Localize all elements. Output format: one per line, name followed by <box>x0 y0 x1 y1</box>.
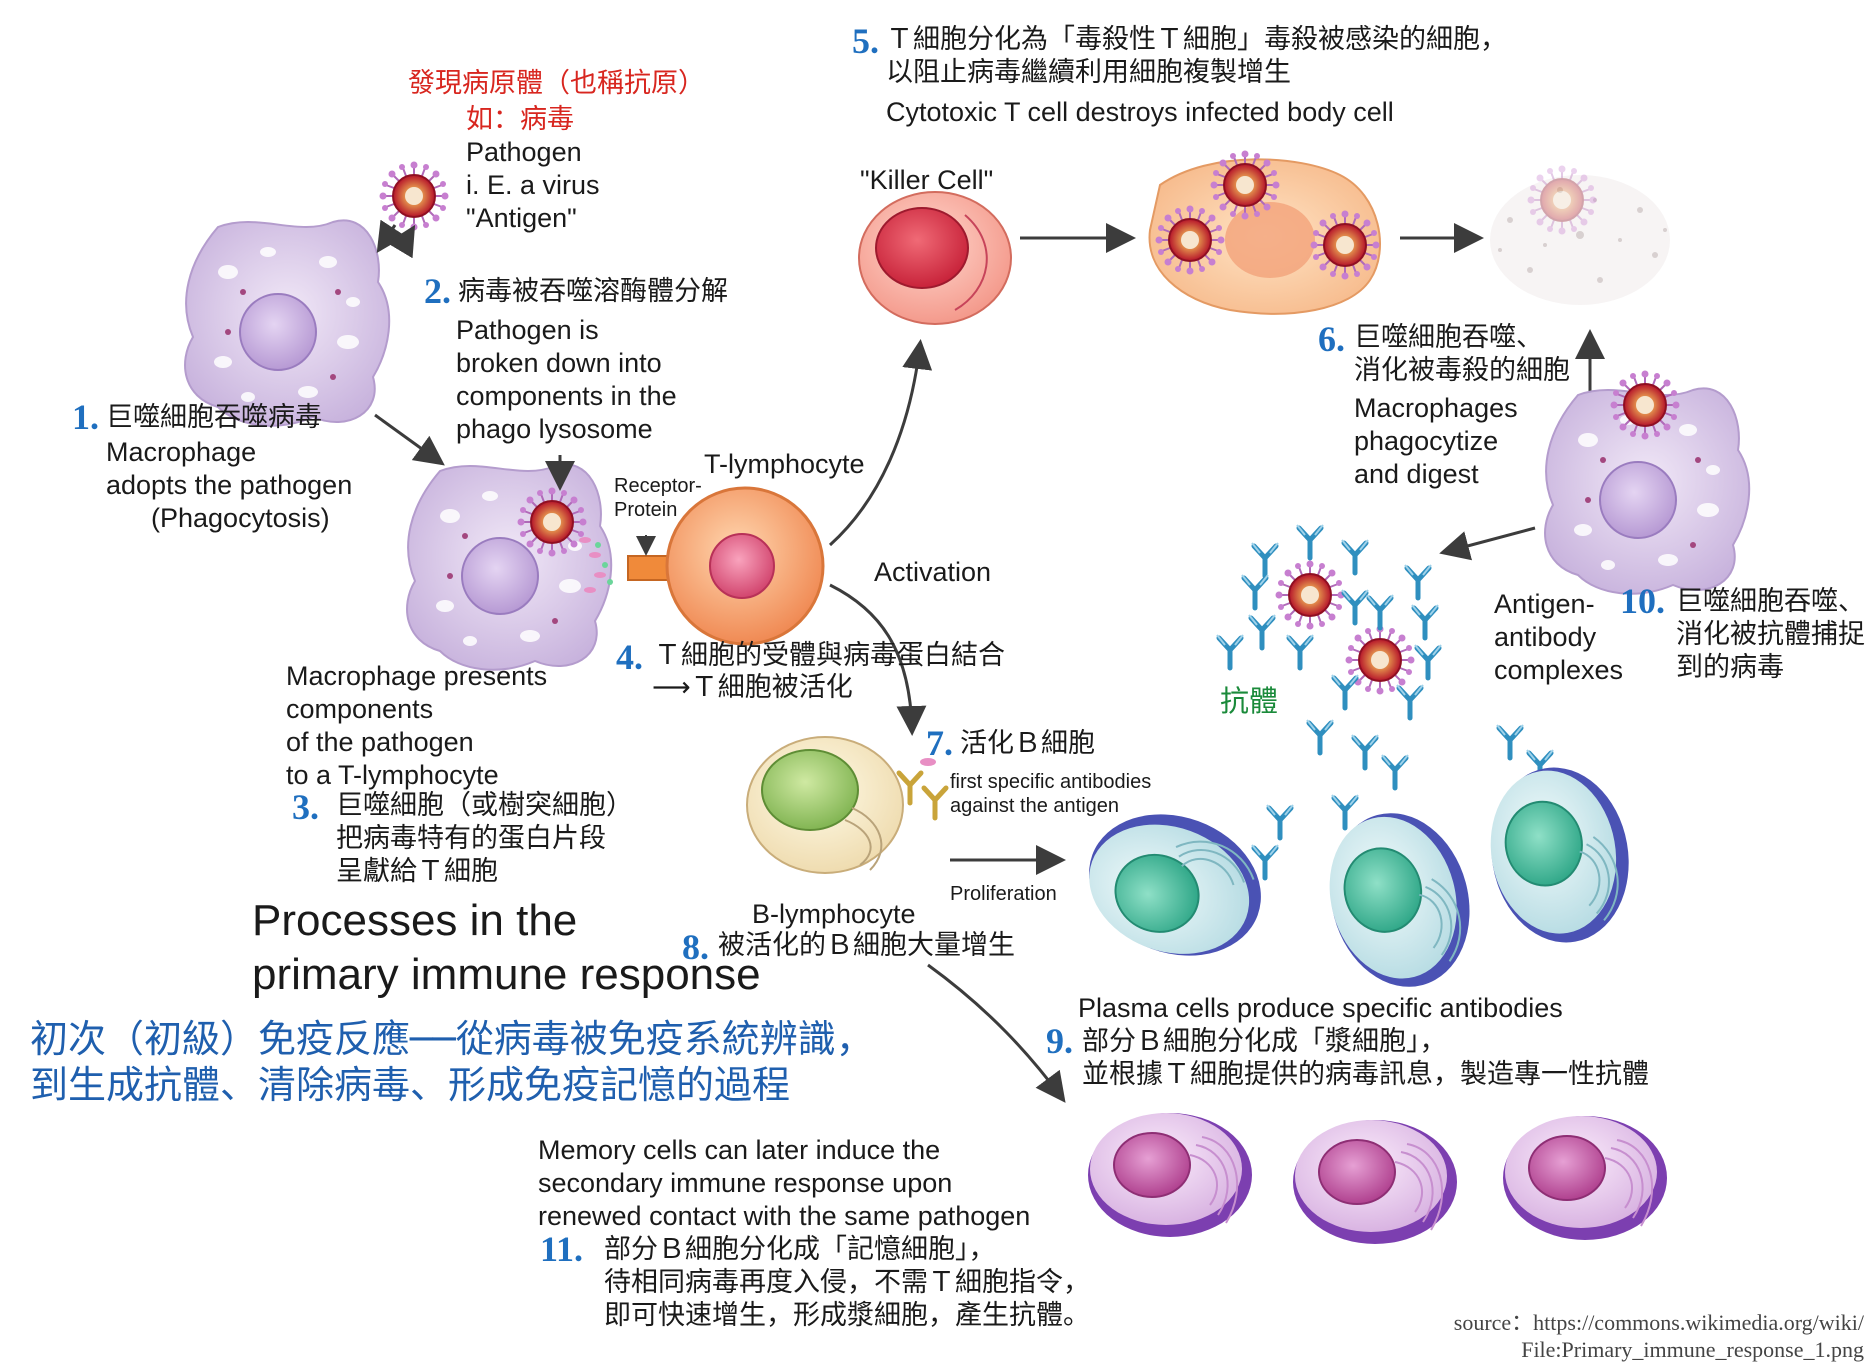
step1-number: 1. <box>72 397 99 437</box>
activation-label: Activation <box>874 557 992 587</box>
antibody-label: 抗體 <box>1220 684 1279 718</box>
step11-number: 11. <box>540 1229 584 1269</box>
step6-number: 6. <box>1318 319 1345 359</box>
step3-number: 3. <box>292 787 319 827</box>
step1-zh: 巨噬細胞吞噬病毒 <box>106 402 322 433</box>
step9-zh: 部分Ｂ細胞分化成「漿細胞」， 並根據Ｔ細胞提供的病毒訊息，製造專一性抗體 <box>1082 1026 1649 1090</box>
step8-zh: 被活化的Ｂ細胞大量增生 <box>718 930 1015 961</box>
diagram-title-zh: 初次（初級）免疫反應──從病毒被免疫系統辨識， 到生成抗體、清除病毒、形成免疫記… <box>30 1017 874 1108</box>
step1-en: Macrophage adopts the pathogen (Phagocyt… <box>106 437 353 533</box>
pathogen-label-en: Pathogen i. E. a virus "Antigen" <box>466 137 600 233</box>
step3-en: Macrophage presents components of the pa… <box>286 661 548 790</box>
step7-zh: 活化Ｂ細胞 <box>960 728 1095 759</box>
memory-cells-en: Memory cells can later induce the second… <box>538 1135 1031 1231</box>
step10-zh: 巨噬細胞吞噬、 消化被抗體捕捉 到的病毒 <box>1676 586 1865 683</box>
step5-number: 5. <box>852 21 879 61</box>
step3-zh: 巨噬細胞（或樹突細胞） 把病毒特有的蛋白片段 呈獻給Ｔ細胞 <box>336 790 633 887</box>
step7-number: 7. <box>926 723 953 763</box>
b-lymphocyte-label: B-lymphocyte <box>752 899 916 929</box>
pathogen-label-zh-line1: 發現病原體（也稱抗原） <box>408 68 705 99</box>
step5-zh: Ｔ細胞分化為「毒殺性Ｔ細胞」毒殺被感染的細胞， 以阻止病毒繼續利用細胞複製增生 <box>886 24 1507 88</box>
step5-en: Cytotoxic T cell destroys infected body … <box>886 97 1394 127</box>
step8-number: 8. <box>682 927 709 967</box>
receptor-protein-label: Receptor- Protein <box>614 475 702 522</box>
step11-zh: 部分Ｂ細胞分化成「記憶細胞」， 待相同病毒再度入侵，不需Ｔ細胞指令， 即可快速增… <box>604 1234 1090 1331</box>
proliferation-label: Proliferation <box>950 883 1057 905</box>
step7-en: first specific antibodies against the an… <box>950 771 1152 818</box>
diagram-title-en: Processes in the primary immune response <box>252 896 761 999</box>
step4-zh-line2: ⟶Ｔ細胞被活化 <box>652 672 853 703</box>
step6-zh: 巨噬細胞吞噬、 消化被毒殺的細胞 <box>1354 322 1570 386</box>
t-lymphocyte-label: T-lymphocyte <box>704 449 865 479</box>
step2-en: Pathogen is broken down into components … <box>456 315 677 444</box>
step10-number: 10. <box>1620 581 1665 621</box>
pathogen-label-zh-line2: 如：病毒 <box>466 104 574 135</box>
step6-en: Macrophages phagocytize and digest <box>1354 393 1518 489</box>
source-attribution: source：https://commons.wikimedia.org/wik… <box>1453 1310 1864 1362</box>
plasma-cells-en: Plasma cells produce specific antibodies <box>1078 993 1563 1023</box>
step2-number: 2. <box>424 271 451 311</box>
step4-number: 4. <box>616 637 643 677</box>
killer-cell-label: "Killer Cell" <box>860 165 994 195</box>
step9-number: 9. <box>1046 1021 1073 1061</box>
antigen-antibody-complexes-label: Antigen- antibody complexes <box>1494 589 1624 685</box>
step2-zh: 病毒被吞噬溶酶體分解 <box>458 276 728 307</box>
step4-zh-line1: Ｔ細胞的受體與病毒蛋白結合 <box>654 640 1005 671</box>
